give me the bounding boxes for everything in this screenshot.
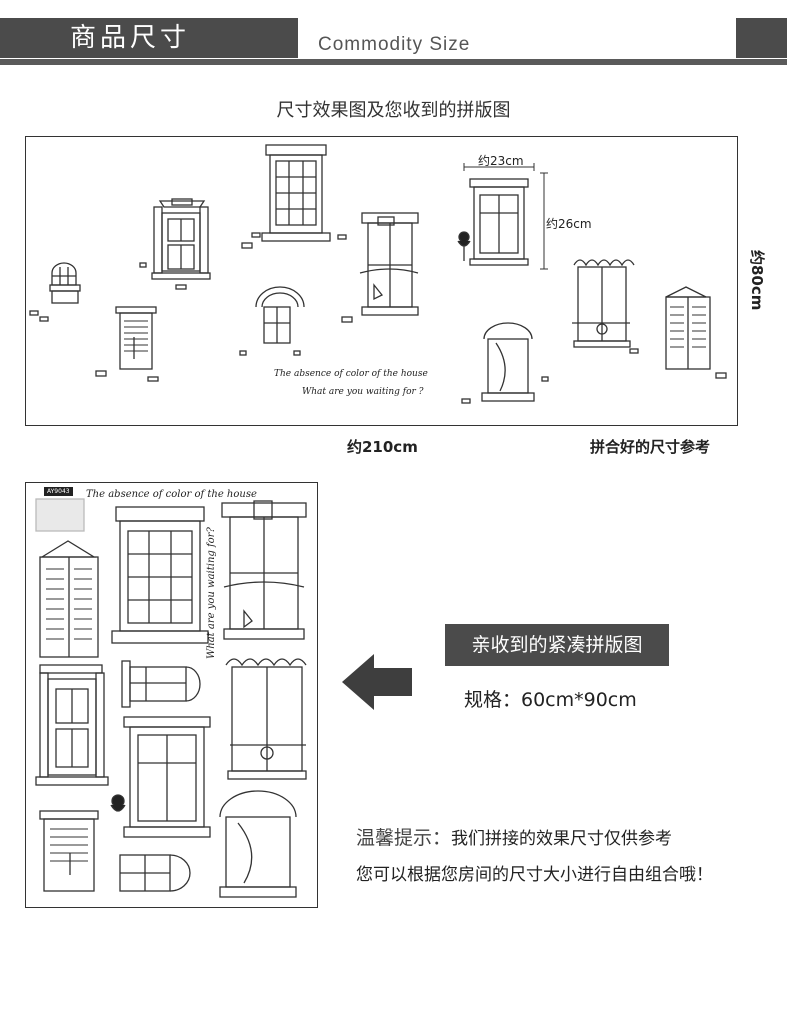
window-shutter-left xyxy=(95,306,159,382)
script-line-2: What are you waiting for ? xyxy=(302,387,424,397)
header-rule xyxy=(0,59,787,65)
sheet-script-line-1: The absence of color of the house xyxy=(86,489,257,500)
section-subtitle: Commodity Size xyxy=(318,34,471,55)
overall-width-label: 约210cm xyxy=(347,438,418,456)
sheet-shutter-window xyxy=(39,540,99,658)
arrow-left-icon xyxy=(342,654,412,710)
header-band xyxy=(0,18,298,58)
window-arched-center xyxy=(239,286,305,356)
sheet-tall-window xyxy=(123,716,211,838)
window-shutter-right xyxy=(665,286,727,379)
window-arched-small xyxy=(29,262,81,322)
product-badge: AY9043 xyxy=(44,487,73,496)
size-spec: 规格：60cm*90cm xyxy=(464,689,637,711)
window-grid-large xyxy=(241,144,347,249)
window-pediment-tall xyxy=(139,198,211,290)
dimension-top-label: 约23cm xyxy=(478,154,524,168)
sheet-fan-window xyxy=(119,854,191,892)
sheet-illustration xyxy=(35,498,307,898)
window-scalloped xyxy=(572,259,639,354)
dimension-side-label: 约26cm xyxy=(546,217,592,231)
sheet-small-frame xyxy=(121,660,201,708)
window-dimensioned xyxy=(463,163,548,270)
tip-line-2: 您可以根据您房间的尺寸大小进行自由组合哦！ xyxy=(356,865,713,885)
windows-illustration xyxy=(29,144,727,404)
sheet-shutter-small xyxy=(39,810,99,892)
window-door-center xyxy=(341,212,419,323)
cat-figure xyxy=(457,231,471,261)
assembled-illustration: The absence of color of the house What a… xyxy=(25,136,738,426)
assembled-caption: 拼合好的尺寸参考 xyxy=(590,438,711,456)
compact-sheet-label: 亲收到的紧凑拼版图 xyxy=(445,624,669,666)
sheet-arched-window xyxy=(219,790,297,898)
header-band-right xyxy=(736,18,787,58)
overall-height-label: 约80cm xyxy=(748,250,766,311)
sheet-script-line-2: What are you waiting for? xyxy=(206,527,217,659)
window-arched-curtain xyxy=(461,322,549,404)
sheet-door-window xyxy=(221,500,307,640)
sheet-grid-window xyxy=(111,506,209,644)
script-line-1: The absence of color of the house xyxy=(274,369,428,379)
section-title: 商品尺寸 xyxy=(70,23,191,53)
compact-sheet: AY9043 The absence of color of the house… xyxy=(25,482,318,908)
tip-text-1: 我们拼接的效果尺寸仅供参考 xyxy=(451,829,673,849)
tip-line-1: 温馨提示：我们拼接的效果尺寸仅供参考 xyxy=(356,823,672,850)
sheet-pediment-window xyxy=(35,664,109,786)
sheet-scalloped-window xyxy=(225,658,307,780)
effect-caption: 尺寸效果图及您收到的拼版图 xyxy=(276,100,511,121)
sheet-cat xyxy=(110,794,126,812)
tip-lead: 温馨提示： xyxy=(356,827,452,849)
